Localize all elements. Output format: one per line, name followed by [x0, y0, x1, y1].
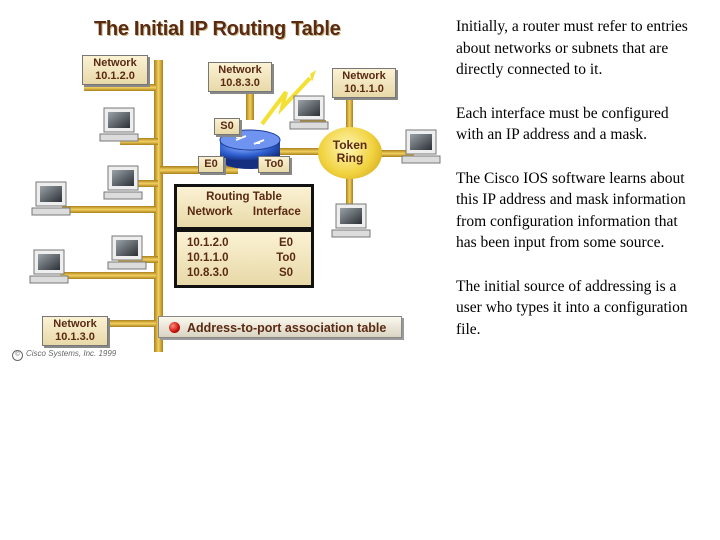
link-pc-1: [120, 138, 158, 145]
router-arrows-icon: [235, 135, 265, 145]
association-table-caption: Address-to-port association table: [158, 316, 402, 338]
route-interface: E0: [278, 237, 294, 249]
link-net-10-1-2-0: [84, 84, 156, 91]
table-row: 10.8.3.0 S0: [187, 266, 301, 281]
copyright-icon: ©: [12, 350, 23, 361]
association-label: Address-to-port association table: [187, 321, 387, 335]
link-to-net-10-8-3-0: [246, 86, 254, 120]
network-diagram: The Initial IP Routing Table Network 10.…: [0, 0, 450, 380]
link-ring-pc-right: [378, 150, 414, 157]
network-label-word: Network: [93, 57, 137, 69]
computer-icon: [29, 249, 69, 284]
interface-label-s0: S0: [214, 118, 240, 135]
explanation-text: Initially, a router must refer to entrie…: [456, 16, 696, 362]
link-ring-pc-bottom: [346, 176, 353, 206]
network-label-address: 10.1.3.0: [55, 331, 95, 343]
routing-table-title: Routing Table: [206, 191, 282, 203]
network-label-10-1-2-0: Network 10.1.2.0: [82, 55, 148, 85]
network-label-word: Network: [218, 64, 262, 76]
route-network: 10.1.1.0: [187, 252, 229, 264]
route-network: 10.1.2.0: [187, 237, 229, 249]
table-row: 10.1.1.0 To0: [187, 251, 301, 266]
route-network: 10.8.3.0: [187, 267, 229, 279]
diagram-title: The Initial IP Routing Table: [94, 18, 341, 40]
serial-link-arrow: [310, 70, 316, 82]
table-row: 10.1.2.0 E0: [187, 236, 301, 251]
computer-icon: [331, 203, 371, 238]
network-label-10-1-1-0: Network 10.1.1.0: [332, 68, 396, 98]
routing-table: Routing Table Network Interface 10.1.2.0…: [174, 184, 314, 288]
link-pc-4: [60, 272, 156, 279]
ethernet-backbone: [154, 60, 163, 352]
red-bullet-icon: [169, 322, 180, 333]
network-label-address: 10.8.3.0: [220, 77, 260, 89]
interface-label-to0: To0: [258, 156, 290, 173]
network-label-word: Network: [342, 70, 386, 82]
column-header-network: Network: [187, 206, 233, 218]
route-interface: S0: [278, 267, 294, 279]
computer-icon: [401, 129, 441, 164]
routing-table-header: Routing Table Network Interface: [177, 187, 311, 227]
computer-icon: [103, 165, 143, 200]
column-header-interface: Interface: [252, 206, 301, 218]
computer-icon: [289, 95, 329, 130]
diagram-graphics: [29, 60, 441, 352]
serial-link-bolt: [260, 76, 312, 126]
network-label-address: 10.1.1.0: [344, 83, 384, 95]
network-label-10-8-3-0: Network 10.8.3.0: [208, 62, 272, 92]
link-to0: [278, 148, 324, 155]
network-label-address: 10.1.2.0: [95, 70, 135, 82]
route-interface: To0: [276, 252, 296, 264]
interface-label-e0: E0: [198, 156, 224, 173]
network-label-word: Network: [53, 318, 97, 330]
paragraph-1: Initially, a router must refer to entrie…: [456, 18, 688, 78]
copyright-text: Cisco Systems, Inc. 1999: [26, 349, 117, 358]
token-ring: Token Ring: [318, 127, 382, 179]
token-ring-line1: Token: [332, 138, 368, 152]
token-ring-line2: Ring: [336, 151, 364, 165]
paragraph-4: The initial source of addressing is a us…: [456, 277, 688, 338]
link-pc-2: [62, 206, 156, 213]
computer-icon: [107, 235, 147, 270]
copyright-notice: ©Cisco Systems, Inc. 1999: [12, 349, 116, 361]
routing-table-body: 10.1.2.0 E0 10.1.1.0 To0 10.8.3.0 S0: [177, 232, 311, 285]
paragraph-2: Each interface must be configured with a…: [456, 104, 669, 144]
link-net-10-1-1-0: [346, 98, 353, 130]
routing-table-columns: Network Interface: [177, 205, 311, 220]
computer-icon: [99, 107, 139, 142]
paragraph-3: The Cisco IOS software learns about this…: [456, 169, 686, 252]
network-label-10-1-3-0: Network 10.1.3.0: [42, 316, 108, 346]
computer-icon: [31, 181, 71, 216]
router-top: [219, 129, 281, 151]
link-net-10-1-3-0: [60, 320, 156, 327]
